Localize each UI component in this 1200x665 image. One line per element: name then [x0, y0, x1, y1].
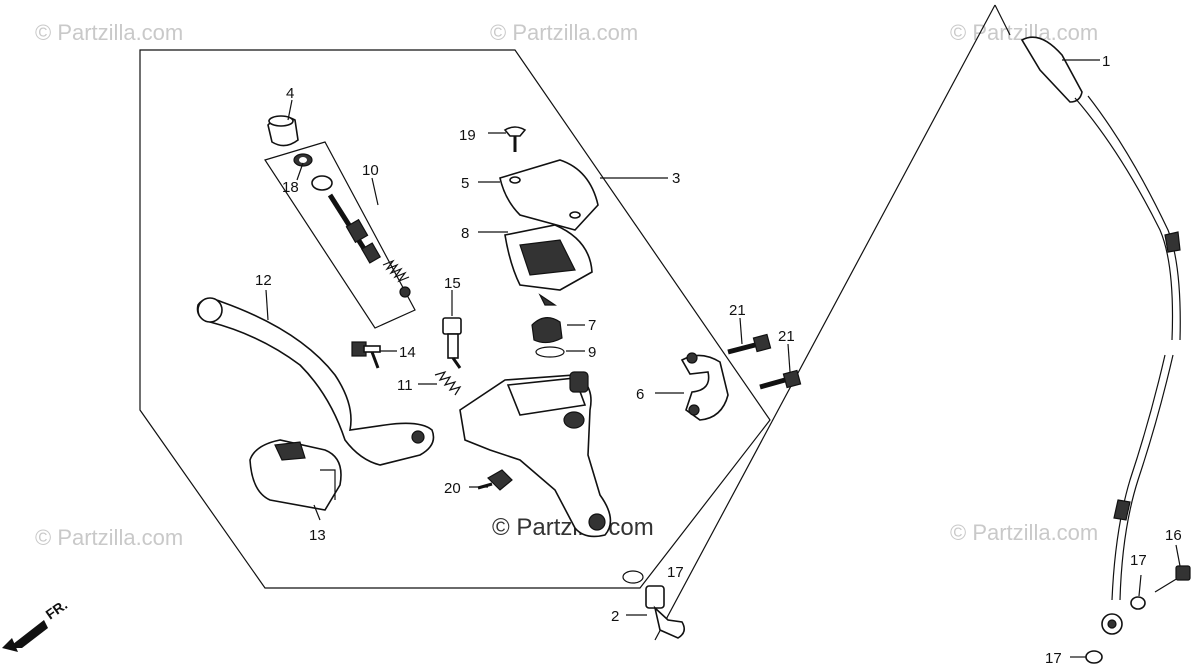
piston-assembly	[327, 193, 382, 264]
leader-lines	[265, 59, 1181, 658]
callout-17-right: 17	[1130, 552, 1147, 569]
callout-2: 2	[611, 608, 619, 625]
piston-spring	[382, 259, 411, 298]
callout-17-bottom: 17	[1045, 650, 1062, 665]
sealing-washer-right	[1130, 596, 1146, 610]
diaphragm	[504, 224, 593, 306]
watermark-top-center: © Partzilla.com	[490, 20, 638, 45]
holder-bolt-lower	[759, 369, 802, 390]
sealing-washer-bottom	[1085, 650, 1103, 664]
callout-9: 9	[588, 344, 596, 361]
brake-switch-housing	[249, 439, 342, 511]
watermark-top-left: © Partzilla.com	[35, 20, 183, 45]
watermark-bottom-right: © Partzilla.com	[950, 520, 1098, 545]
callout-14: 14	[399, 344, 416, 361]
callout-3: 3	[672, 170, 680, 187]
callout-13: 13	[309, 527, 326, 544]
front-direction-arrow: FR.	[2, 596, 70, 652]
assembly-outline	[139, 49, 771, 589]
cable-group-outline	[654, 4, 996, 641]
callout-11: 11	[397, 377, 413, 394]
callout-17-left: 17	[667, 564, 684, 581]
callout-8: 8	[461, 225, 469, 242]
callout-4: 4	[286, 85, 294, 102]
cable-outline-top	[994, 4, 1011, 36]
callout-10: 10	[362, 162, 379, 179]
brake-hose	[1020, 36, 1181, 635]
callout-15: 15	[444, 275, 461, 292]
banjo-bolt-lower	[1154, 565, 1191, 593]
callout-labels: 4 18 10 19 5 3 8 12 15 14 7 9 11 6 21 21…	[255, 53, 1182, 665]
boot-seal	[531, 317, 563, 344]
callout-20: 20	[444, 480, 461, 497]
callout-16: 16	[1165, 527, 1182, 544]
pivot-bolt	[351, 341, 381, 369]
brake-lever	[196, 297, 435, 466]
reservoir-cap	[499, 159, 599, 231]
holder-bolt-upper	[727, 333, 772, 355]
callout-5: 5	[461, 175, 469, 192]
master-cylinder-body	[459, 371, 612, 538]
callout-6: 6	[636, 386, 644, 403]
callout-21-lower: 21	[778, 328, 795, 345]
callout-21-upper: 21	[729, 302, 746, 319]
banjo-bolt	[645, 585, 686, 639]
washer	[311, 175, 333, 191]
lever-bolt	[442, 317, 462, 369]
callout-1: 1	[1102, 53, 1110, 70]
callout-7: 7	[588, 317, 596, 334]
callout-18: 18	[282, 179, 299, 196]
piston-subgroup-box	[264, 141, 416, 329]
snap-ring	[535, 346, 565, 358]
watermark-bottom-left: © Partzilla.com	[35, 525, 183, 550]
circlip	[293, 153, 313, 167]
dust-boot	[267, 115, 299, 147]
handlebar-holder	[680, 352, 729, 421]
lever-spring	[434, 370, 462, 396]
callout-19: 19	[459, 127, 476, 144]
front-label: FR.	[43, 596, 71, 622]
cap-screw	[503, 126, 527, 152]
sealing-washer-upper	[622, 570, 644, 584]
callout-12: 12	[255, 272, 272, 289]
